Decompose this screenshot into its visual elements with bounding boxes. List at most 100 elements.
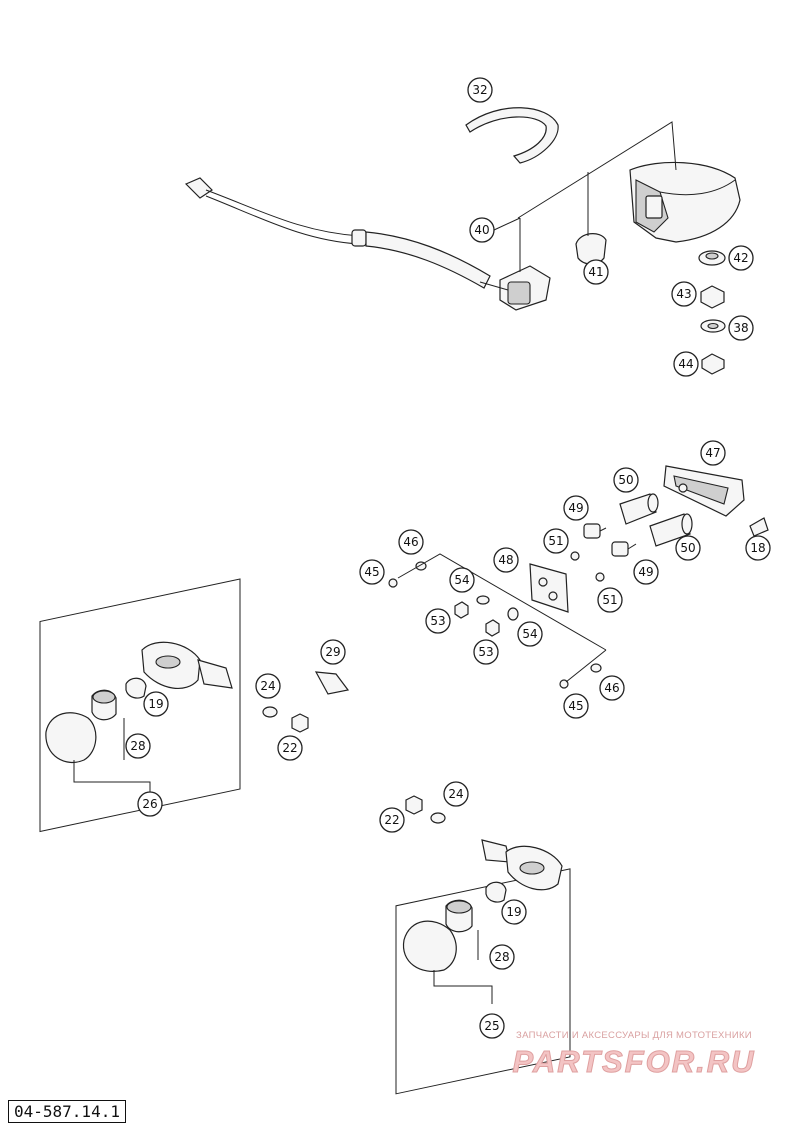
callout-47: 47 bbox=[700, 440, 726, 466]
callout-45-upper: 45 bbox=[359, 559, 385, 585]
svg-text:32: 32 bbox=[472, 83, 487, 97]
callout-53-lower: 53 bbox=[473, 639, 499, 665]
callout-45-lower: 45 bbox=[563, 693, 589, 719]
svg-text:53: 53 bbox=[478, 645, 493, 659]
svg-text:19: 19 bbox=[506, 905, 521, 919]
svg-text:18: 18 bbox=[750, 541, 765, 555]
svg-text:45: 45 bbox=[364, 565, 379, 579]
callout-54-upper: 54 bbox=[449, 567, 475, 593]
svg-text:44: 44 bbox=[678, 357, 693, 371]
right-nut-part bbox=[405, 795, 423, 815]
svg-text:45: 45 bbox=[568, 699, 583, 713]
washer-parts-middle bbox=[415, 561, 602, 673]
svg-text:40: 40 bbox=[474, 223, 489, 237]
callout-25: 25 bbox=[479, 1013, 505, 1039]
callout-43: 43 bbox=[671, 281, 697, 307]
svg-text:43: 43 bbox=[676, 287, 691, 301]
callout-50-upper: 50 bbox=[613, 467, 639, 493]
wiring-harness-part bbox=[184, 177, 491, 289]
callout-40: 40 bbox=[469, 217, 495, 243]
nut-part bbox=[701, 353, 725, 375]
right-signal-bulb-part bbox=[485, 881, 507, 903]
svg-text:38: 38 bbox=[733, 321, 748, 335]
svg-text:41: 41 bbox=[588, 265, 603, 279]
rubber-mount-part-lower bbox=[611, 541, 637, 557]
callout-51-upper: 51 bbox=[543, 528, 569, 554]
left-turn-signal-lens-part bbox=[45, 712, 97, 764]
right-lens-adapter-part bbox=[445, 899, 473, 933]
callout-50-lower: 50 bbox=[675, 535, 701, 561]
callout-18: 18 bbox=[745, 535, 771, 561]
watermark-logo: PARTSFOR.RU bbox=[512, 1044, 756, 1080]
callout-32: 32 bbox=[467, 77, 493, 103]
left-lens-adapter-part bbox=[91, 689, 117, 721]
leader-lines-left bbox=[73, 718, 151, 792]
callout-24-right: 24 bbox=[443, 781, 469, 807]
right-turn-signal-lens-part bbox=[402, 920, 457, 972]
callout-49-lower: 49 bbox=[633, 559, 659, 585]
taillight-part bbox=[663, 465, 745, 517]
svg-text:25: 25 bbox=[484, 1019, 499, 1033]
svg-text:47: 47 bbox=[705, 446, 720, 460]
callout-19-left: 19 bbox=[143, 691, 169, 717]
spacer-part bbox=[700, 285, 725, 309]
svg-text:51: 51 bbox=[548, 534, 563, 548]
svg-text:46: 46 bbox=[403, 535, 418, 549]
watermark: ЗАПЧАСТИ И АКСЕССУАРЫ ДЛЯ МОТОТЕХНИКИ PA… bbox=[478, 1030, 790, 1080]
headlight-housing-part bbox=[629, 161, 741, 243]
leader-lines-top bbox=[493, 121, 677, 272]
svg-text:50: 50 bbox=[680, 541, 695, 555]
callout-46-lower: 46 bbox=[599, 675, 625, 701]
spacer-sleeve-part-upper bbox=[619, 493, 659, 525]
rubber-mount-part-upper bbox=[583, 523, 607, 539]
right-washer-part bbox=[430, 812, 446, 824]
bulb-part bbox=[575, 233, 607, 265]
svg-text:29: 29 bbox=[325, 645, 340, 659]
bracket-plate-part bbox=[529, 563, 569, 613]
left-signal-bulb-part bbox=[125, 677, 147, 699]
svg-text:54: 54 bbox=[454, 573, 469, 587]
svg-text:48: 48 bbox=[498, 553, 513, 567]
callout-53-upper: 53 bbox=[425, 608, 451, 634]
svg-text:22: 22 bbox=[282, 741, 297, 755]
svg-text:24: 24 bbox=[260, 679, 275, 693]
callout-19-right: 19 bbox=[501, 899, 527, 925]
document-code-label: 04-587.14.1 bbox=[8, 1100, 126, 1123]
svg-text:49: 49 bbox=[638, 565, 653, 579]
svg-text:46: 46 bbox=[604, 681, 619, 695]
callout-44: 44 bbox=[673, 351, 699, 377]
bulb-socket-part bbox=[479, 265, 551, 311]
callout-54-lower: 54 bbox=[517, 621, 543, 647]
right-signal-body-part bbox=[481, 839, 563, 891]
callout-24-left: 24 bbox=[255, 673, 281, 699]
svg-text:50: 50 bbox=[618, 473, 633, 487]
callout-51-lower: 51 bbox=[597, 587, 623, 613]
washer-part bbox=[700, 319, 726, 333]
left-signal-body-part bbox=[141, 641, 233, 689]
callout-22-right: 22 bbox=[379, 807, 405, 833]
left-nut-part bbox=[291, 713, 309, 733]
left-turn-signal-frame bbox=[39, 578, 241, 833]
callout-22-left: 22 bbox=[277, 735, 303, 761]
svg-text:28: 28 bbox=[494, 950, 509, 964]
rubber-grommet-part bbox=[698, 250, 726, 266]
svg-text:53: 53 bbox=[430, 614, 445, 628]
callout-42: 42 bbox=[728, 245, 754, 271]
callout-28-right: 28 bbox=[489, 944, 515, 970]
screw-parts bbox=[388, 551, 605, 689]
svg-text:28: 28 bbox=[130, 739, 145, 753]
watermark-caption: ЗАПЧАСТИ И АКСЕССУАРЫ ДЛЯ МОТОТЕХНИКИ bbox=[516, 1030, 752, 1041]
callout-26: 26 bbox=[137, 791, 163, 817]
left-mount-stud-part bbox=[314, 671, 350, 695]
callout-38: 38 bbox=[728, 315, 754, 341]
svg-text:42: 42 bbox=[733, 251, 748, 265]
svg-text:26: 26 bbox=[142, 797, 157, 811]
callout-48: 48 bbox=[493, 547, 519, 573]
svg-text:22: 22 bbox=[384, 813, 399, 827]
svg-text:19: 19 bbox=[148, 697, 163, 711]
callout-49-upper: 49 bbox=[563, 495, 589, 521]
right-turn-signal-frame bbox=[395, 868, 571, 1095]
leader-lines-middle bbox=[397, 553, 607, 683]
spacer-sleeve-part-lower bbox=[649, 513, 693, 547]
